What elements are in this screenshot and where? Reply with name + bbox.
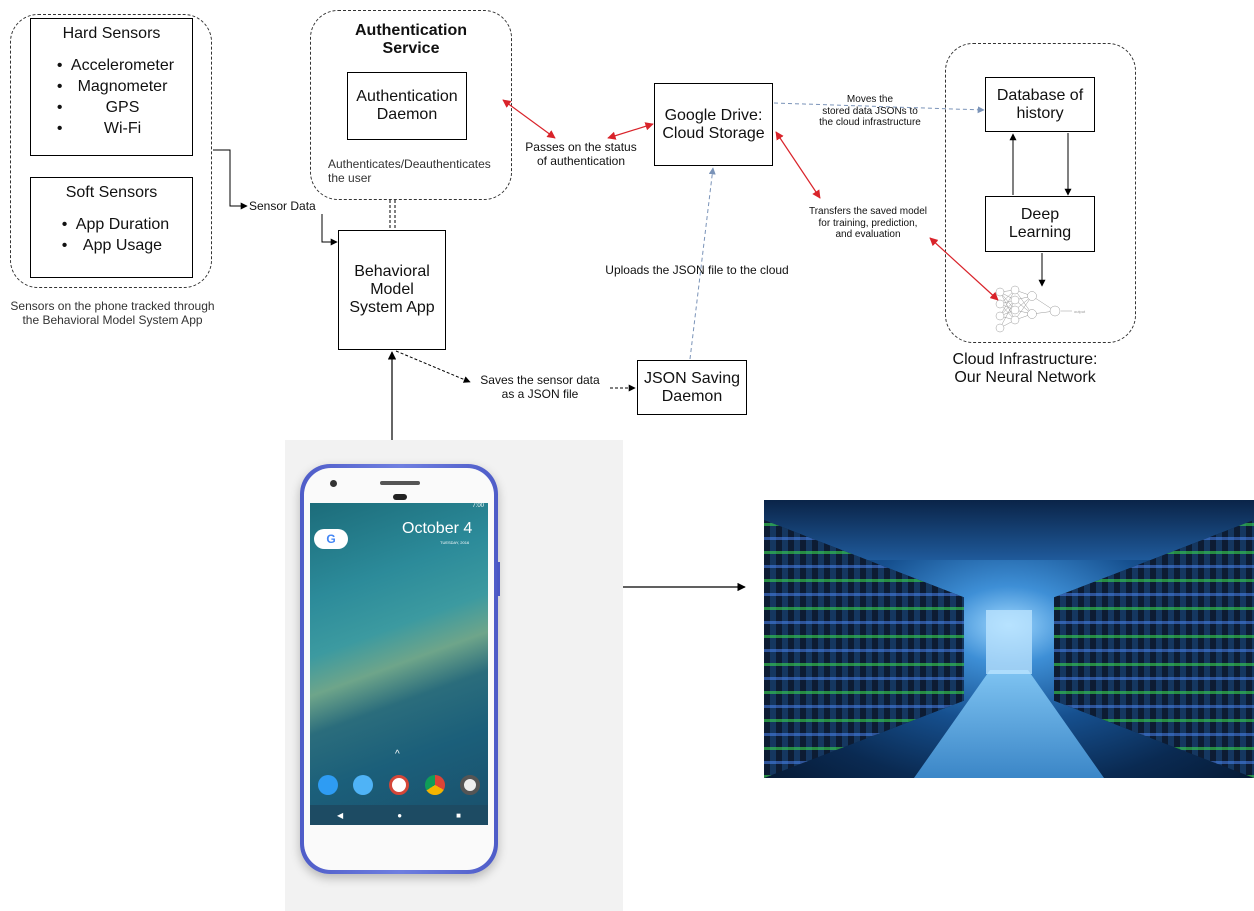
saves-json-label: Saves the sensor data as a JSON file [480, 373, 600, 401]
sensors-to-label-arrow [213, 149, 248, 210]
json-saving-daemon-box: JSON Saving Daemon [637, 360, 747, 415]
authenticates-note: Authenticates/Deauthenticates the user [328, 157, 491, 185]
sensors-group [10, 14, 212, 288]
nav-bar: ◀ ● ■ [310, 805, 488, 825]
sensor-dot [393, 494, 407, 500]
soft-sensors-title: Soft Sensors [65, 184, 158, 201]
hard-sensors-list: Accelerometer Magnometer GPS Wi-Fi [49, 55, 174, 139]
list-item: Magnometer [57, 76, 174, 97]
authentication-daemon-box: Authentication Daemon [347, 72, 467, 140]
clock-text: 7:00 [472, 503, 484, 509]
drive-to-database-arrow [773, 102, 985, 114]
list-item: App Usage [62, 235, 169, 256]
sensors-caption: Sensors on the phone tracked through the… [10, 299, 215, 327]
json-to-drive-arrow [689, 167, 716, 360]
app-to-saves-arrow [395, 350, 471, 383]
messages-app-icon[interactable] [353, 775, 374, 795]
date-widget: October 4 [402, 520, 473, 537]
list-item: Accelerometer [57, 55, 174, 76]
nn-output-label: output [1074, 309, 1086, 314]
list-item: GPS [57, 97, 174, 118]
camera-app-icon[interactable] [460, 775, 481, 795]
passes-status-label: Passes on the status of authentication [525, 140, 637, 168]
soft-sensors-box: Soft Sensors App Duration App Usage [30, 177, 193, 278]
status-to-drive-arrow [607, 122, 654, 140]
recents-icon[interactable]: ■ [456, 810, 461, 820]
status-bar: 7:00 [310, 503, 488, 515]
cloud-infrastructure-caption: Cloud Infrastructure: Our Neural Network [952, 351, 1098, 387]
back-icon[interactable]: ◀ [337, 810, 344, 820]
auth-to-status-arrow [502, 99, 556, 139]
authentication-service-title: Authentication Service [355, 22, 467, 58]
day-widget: TUESDAY, 2016 [440, 540, 470, 545]
moves-json-label: Moves the stored data JSONs to the cloud… [819, 94, 921, 128]
list-item: Wi-Fi [57, 118, 174, 139]
earpiece [380, 481, 420, 485]
google-search-pill[interactable]: G [314, 529, 348, 549]
database-of-history-box: Database of history [985, 77, 1095, 132]
hard-sensors-title: Hard Sensors [62, 25, 161, 42]
google-drive-box: Google Drive: Cloud Storage [654, 83, 773, 166]
corridor-end [986, 610, 1032, 674]
label-to-app-arrow [321, 214, 338, 246]
home-icon[interactable]: ● [397, 810, 403, 820]
hard-sensors-box: Hard Sensors Accelerometer Magnometer GP… [30, 18, 193, 156]
server-room-image [764, 500, 1254, 778]
phone-screen: 7:00 G October 4 TUESDAY, 2016 ^ ◀ ● ■ [310, 503, 488, 825]
uploads-json-label: Uploads the JSON file to the cloud [605, 263, 789, 277]
cloud-infrastructure-group [945, 43, 1136, 343]
ceiling [764, 500, 1254, 560]
front-camera-icon [330, 480, 337, 487]
google-g-icon: G [326, 532, 336, 546]
volume-button [497, 562, 500, 596]
drive-to-transfers-arrow [775, 131, 821, 199]
list-item: App Duration [62, 214, 169, 235]
behavioral-model-app-box: Behavioral Model System App [338, 230, 446, 350]
transfers-model-label: Transfers the saved model for training, … [808, 206, 928, 240]
neural-network-icon [995, 285, 1072, 333]
gmail-app-icon[interactable] [388, 775, 409, 795]
phone-app-icon[interactable] [317, 775, 338, 795]
soft-sensors-list: App Duration App Usage [54, 214, 169, 256]
deep-learning-box: Deep Learning [985, 196, 1095, 252]
sensor-data-label: Sensor Data [249, 199, 316, 213]
app-drawer-chevron-icon[interactable]: ^ [395, 749, 400, 760]
chrome-app-icon[interactable] [424, 775, 445, 795]
phone-dock [310, 765, 488, 805]
transfers-to-nn-arrow [929, 237, 999, 301]
